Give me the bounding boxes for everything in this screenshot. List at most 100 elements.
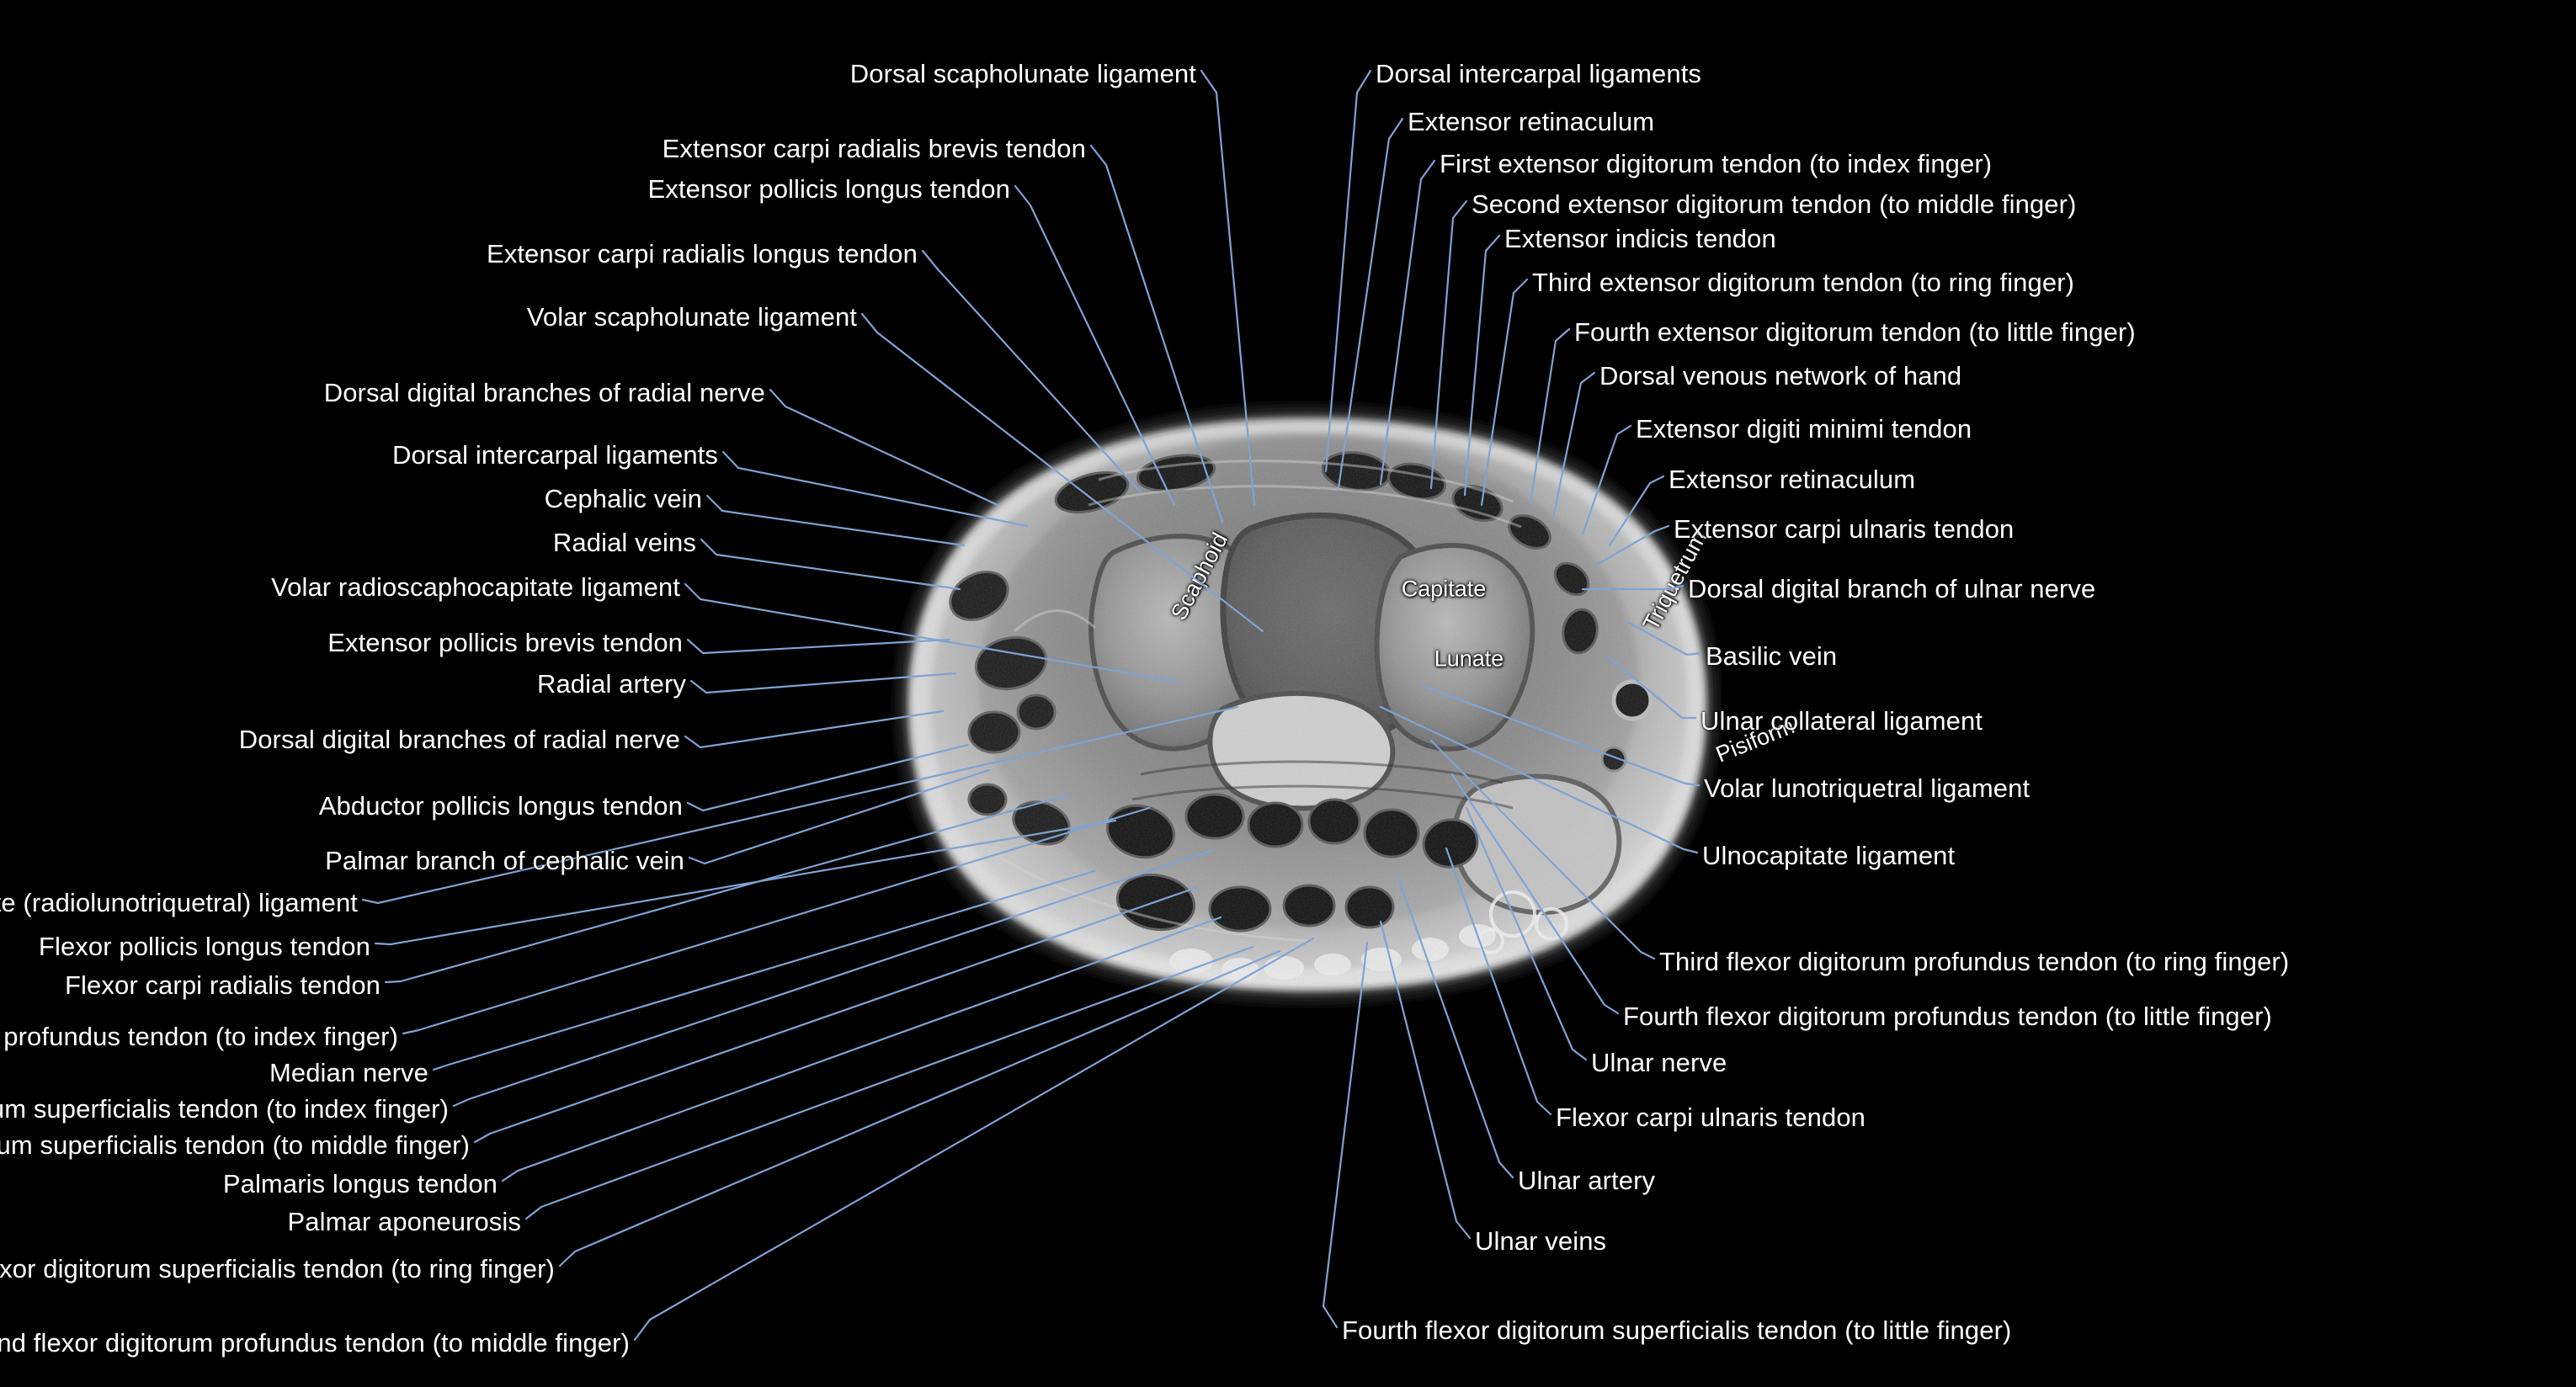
- leader-line: [700, 538, 961, 591]
- leader-line: [1337, 117, 1404, 490]
- label-extensor-carpi-radialis-brevis-tendon: Extensor carpi radialis brevis tendon: [662, 134, 1086, 163]
- label-dorsal-intercarpal-ligaments: Dorsal intercarpal ligaments: [391, 440, 718, 470]
- label-flexor-carpi-ulnaris-tendon: Flexor carpi ulnaris tendon: [1556, 1103, 1865, 1132]
- leader-line: [684, 582, 1180, 683]
- label-third-flexor-digitorum-superficialis-tendon-to-ring-finger: Third flexor digitorum superficialis ten…: [0, 1254, 555, 1283]
- leader-line: [432, 869, 1096, 1071]
- label-flexor-carpi-radialis-tendon: Flexor carpi radialis tendon: [65, 970, 381, 1000]
- label-radial-artery: Radial artery: [536, 669, 686, 699]
- leader-line: [1463, 234, 1501, 497]
- leader-line: [860, 312, 1264, 633]
- leader-line: [633, 937, 1315, 1342]
- label-extensor-indicis-tendon: Extensor indicis tendon: [1504, 224, 1776, 253]
- label-extensor-carpi-radialis-longus-tendon: Extensor carpi radialis longus tendon: [486, 239, 918, 268]
- label-dorsal-digital-branches-of-radial-nerve: Dorsal digital branches of radial nerve: [238, 725, 680, 754]
- label-palmar-aponeurosis: Palmar aponeurosis: [287, 1207, 521, 1236]
- label-second-flexor-digitorum-profundus-tendon-to-middle-finger: Second flexor digitorum profundus tendon…: [0, 1328, 630, 1358]
- label-first-flexor-digitorum-superficialis-tendon-to-index-finger: First flexor digitorum superficialis ten…: [0, 1094, 449, 1124]
- label-dorsal-scapholunate-ligament: Dorsal scapholunate ligament: [849, 59, 1196, 88]
- leader-line: [686, 743, 970, 812]
- label-ulnar-collateral-ligament: Ulnar collateral ligament: [1700, 706, 1983, 736]
- leader-line: [705, 494, 966, 547]
- leader-line: [769, 388, 999, 507]
- leader-line: [1200, 69, 1256, 507]
- leader-line: [689, 672, 957, 694]
- label-ulnar-artery: Ulnar artery: [1518, 1166, 1656, 1195]
- label-radial-veins: Radial veins: [552, 528, 696, 557]
- label-median-nerve: Median nerve: [269, 1058, 428, 1087]
- leader-line: [1608, 475, 1665, 547]
- leader-line: [688, 768, 991, 865]
- label-dorsal-digital-branches-of-radial-nerve: Dorsal digital branches of radial nerve: [323, 378, 765, 407]
- label-extensor-carpi-ulnaris-tendon: Extensor carpi ulnaris tendon: [1674, 514, 2014, 544]
- leader-line: [686, 638, 951, 655]
- leader-line: [1450, 773, 1620, 1015]
- leader-line: [558, 949, 1281, 1267]
- leader-line: [1379, 920, 1472, 1240]
- label-volar-lunotriquetral-ligament: Volar lunotriquetral ligament: [1704, 773, 2030, 803]
- leader-line: [1429, 199, 1468, 490]
- label-volar-scapholunate-ligament: Volar scapholunate ligament: [526, 302, 857, 332]
- leader-line: [1581, 584, 1685, 591]
- leader-line: [1606, 655, 1697, 720]
- label-ulnocapitate-ligament: Ulnocapitate ligament: [1702, 841, 1956, 870]
- label-extensor-retinaculum: Extensor retinaculum: [1669, 465, 1916, 494]
- leader-line: [684, 709, 945, 749]
- mri-image: [894, 403, 1721, 1006]
- leader-line: [1014, 184, 1176, 507]
- wrist-mri-cross-section: Scaphoid Capitate Triquetrum Lunate Pisi…: [888, 379, 1798, 1018]
- leader-line: [721, 450, 1029, 528]
- label-extensor-retinaculum: Extensor retinaculum: [1408, 107, 1655, 136]
- leader-line: [1465, 806, 1588, 1061]
- leader-line: [1421, 684, 1700, 787]
- label-palmar-branch-of-cephalic-vein: Palmar branch of cephalic vein: [325, 846, 684, 875]
- leader-line: [1551, 371, 1596, 519]
- label-second-flexor-digitorum-superficialis-tendon-to-middle-finge: Second flexor digitorum superficialis te…: [0, 1130, 470, 1160]
- leader-line: [1324, 69, 1372, 473]
- label-abductor-pollicis-longus-tendon: Abductor pollicis longus tendon: [318, 791, 683, 821]
- label-flexor-pollicis-longus-tendon: Flexor pollicis longus tendon: [38, 932, 370, 961]
- label-dorsal-digital-branch-of-ulnar-nerve: Dorsal digital branch of ulnar nerve: [1688, 574, 2096, 603]
- label-first-extensor-digitorum-tendon-to-index-finger: First extensor digitorum tendon (to inde…: [1440, 149, 1993, 178]
- label-fourth-flexor-digitorum-profundus-tendon-to-little-finger: Fourth flexor digitorum profundus tendon…: [1623, 1002, 2272, 1031]
- label-ulnar-nerve: Ulnar nerve: [1591, 1048, 1727, 1077]
- leader-line: [921, 249, 1142, 494]
- label-extensor-digiti-minimi-tendon: Extensor digiti minimi tendon: [1636, 414, 1972, 444]
- label-volar-radioscaphocapitate-ligament: Volar radioscaphocapitate ligament: [271, 572, 680, 602]
- leader-line: [501, 916, 1222, 1182]
- leader-line: [361, 705, 1239, 905]
- label-palmaris-longus-tendon: Palmaris longus tendon: [222, 1169, 498, 1198]
- leader-line: [1379, 705, 1699, 854]
- label-long-radiolunate-radiolunotriquetral-ligament: Long radiolunate (radiolunotriquetral) l…: [0, 888, 358, 917]
- label-extensor-pollicis-brevis-tendon: Extensor pollicis brevis tendon: [327, 628, 683, 657]
- label-first-flexor-digitorum-profundus-tendon-to-index-finger: First flexor digitorum profundus tendon …: [0, 1022, 398, 1051]
- bone-label-lunate: Lunate: [1434, 646, 1504, 672]
- label-extensor-pollicis-longus-tendon: Extensor pollicis longus tendon: [647, 174, 1010, 204]
- leader-line: [1429, 739, 1656, 960]
- leader-line: [1480, 278, 1529, 507]
- leader-line: [524, 945, 1254, 1220]
- label-ulnar-veins: Ulnar veins: [1475, 1226, 1607, 1256]
- label-dorsal-intercarpal-ligaments: Dorsal intercarpal ligaments: [1376, 59, 1702, 88]
- leader-line: [1379, 159, 1436, 486]
- bone-label-capitate: Capitate: [1401, 576, 1487, 602]
- leader-line: [1581, 424, 1632, 536]
- label-dorsal-venous-network-of-hand: Dorsal venous network of hand: [1599, 361, 1962, 391]
- label-fourth-flexor-digitorum-superficialis-tendon-to-little-finge: Fourth flexor digitorum superficialis te…: [1342, 1315, 2012, 1345]
- label-second-extensor-digitorum-tendon-to-middle-finger: Second extensor digitorum tendon (to mid…: [1472, 189, 2077, 219]
- leader-line: [402, 806, 1151, 1035]
- leader-line: [1445, 847, 1552, 1116]
- label-fourth-extensor-digitorum-tendon-to-little-finger: Fourth extensor digitorum tendon (to lit…: [1574, 317, 2136, 347]
- label-third-extensor-digitorum-tendon-to-ring-finger: Third extensor digitorum tendon (to ring…: [1532, 268, 2075, 297]
- leader-line: [384, 794, 1069, 984]
- leader-line: [1529, 327, 1571, 505]
- leader-line: [1396, 874, 1514, 1179]
- leader-line: [1322, 941, 1369, 1329]
- leader-line: [1627, 621, 1702, 656]
- label-cephalic-vein: Cephalic vein: [544, 484, 702, 513]
- leader-line: [473, 886, 1197, 1144]
- leader-line: [1089, 144, 1224, 523]
- leader-line: [452, 848, 1214, 1108]
